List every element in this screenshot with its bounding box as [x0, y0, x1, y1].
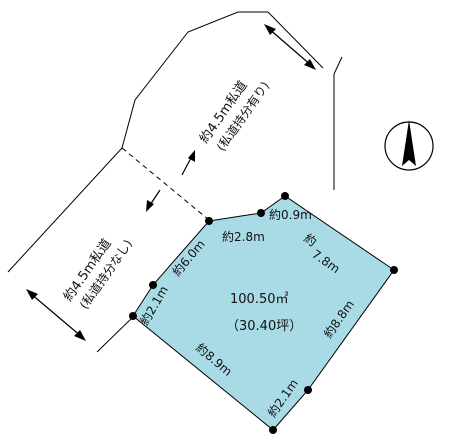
upper-road-arrowhead-a — [264, 24, 276, 35]
lower-road-arrow-line — [29, 292, 83, 338]
road-dashed-divider — [121, 147, 210, 221]
road-inner-lower-boundary — [96, 315, 135, 353]
upper-road-arrow-line — [267, 27, 313, 67]
plot-area-label: 100.50㎡ — [230, 292, 289, 307]
lower-road-lead-arrowhead — [146, 200, 154, 212]
north-arrow-icon — [384, 120, 434, 171]
dim-top-right: 約0.9m — [269, 207, 312, 222]
vertex-marker — [390, 266, 398, 274]
vertex-marker — [149, 281, 157, 289]
vertex-marker — [281, 192, 289, 200]
compass-needle — [402, 120, 416, 166]
vertex-marker — [129, 312, 137, 320]
road-width-arrows — [26, 24, 316, 341]
plot-tsubo-label: （30.40坪） — [226, 319, 302, 334]
road-boundaries — [7, 11, 343, 353]
vertex-marker — [269, 426, 277, 434]
vertex-marker — [205, 217, 213, 225]
dim-top-middle: 約2.8m — [222, 229, 265, 244]
upper-road-arrowhead-b — [304, 59, 316, 70]
lower-road-arrowhead-b — [74, 330, 86, 341]
vertex-marker — [257, 209, 265, 217]
road-right-boundary — [333, 56, 343, 75]
vertex-marker — [304, 386, 312, 394]
upper-road-lead-arrowhead — [188, 150, 195, 162]
vertex-markers — [129, 192, 398, 434]
lower-road-arrowhead-a — [26, 289, 38, 300]
